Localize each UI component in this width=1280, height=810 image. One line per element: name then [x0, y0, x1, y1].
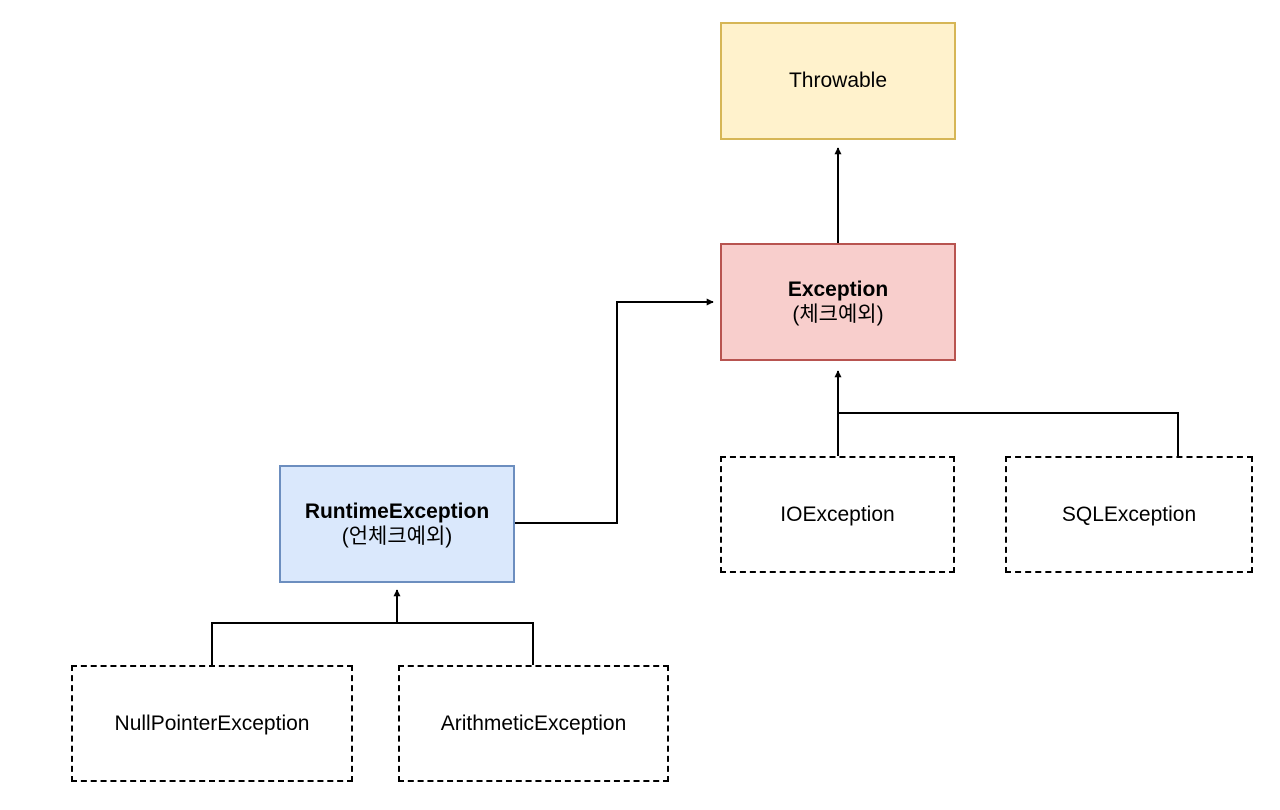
exception-node: Exception (체크예외) — [720, 243, 956, 361]
null-pointer-exception-node: NullPointerException — [71, 665, 353, 782]
null-pointer-exception-label: NullPointerException — [114, 711, 310, 735]
edge-sql-to-exception — [838, 412, 1179, 456]
io-exception-label: IOException — [780, 502, 895, 526]
io-exception-node: IOException — [720, 456, 955, 573]
edge-nullpointer-to-runtime — [211, 589, 401, 665]
exception-sublabel: (체크예외) — [792, 303, 884, 326]
runtime-exception-label: RuntimeException — [304, 499, 490, 523]
sql-exception-node: SQLException — [1005, 456, 1253, 573]
throwable-label: Throwable — [788, 69, 888, 93]
edge-runtime-to-exception — [514, 298, 714, 524]
arithmetic-exception-label: ArithmeticException — [440, 711, 627, 735]
edge-arithmetic-to-runtime — [397, 622, 534, 665]
throwable-node: Throwable — [720, 22, 956, 140]
runtime-exception-sublabel: (언체크예외) — [341, 525, 453, 548]
arithmetic-exception-node: ArithmeticException — [398, 665, 669, 782]
sql-exception-label: SQLException — [1061, 502, 1197, 526]
runtime-exception-node: RuntimeException (언체크예외) — [279, 465, 515, 583]
exception-label: Exception — [787, 277, 889, 301]
